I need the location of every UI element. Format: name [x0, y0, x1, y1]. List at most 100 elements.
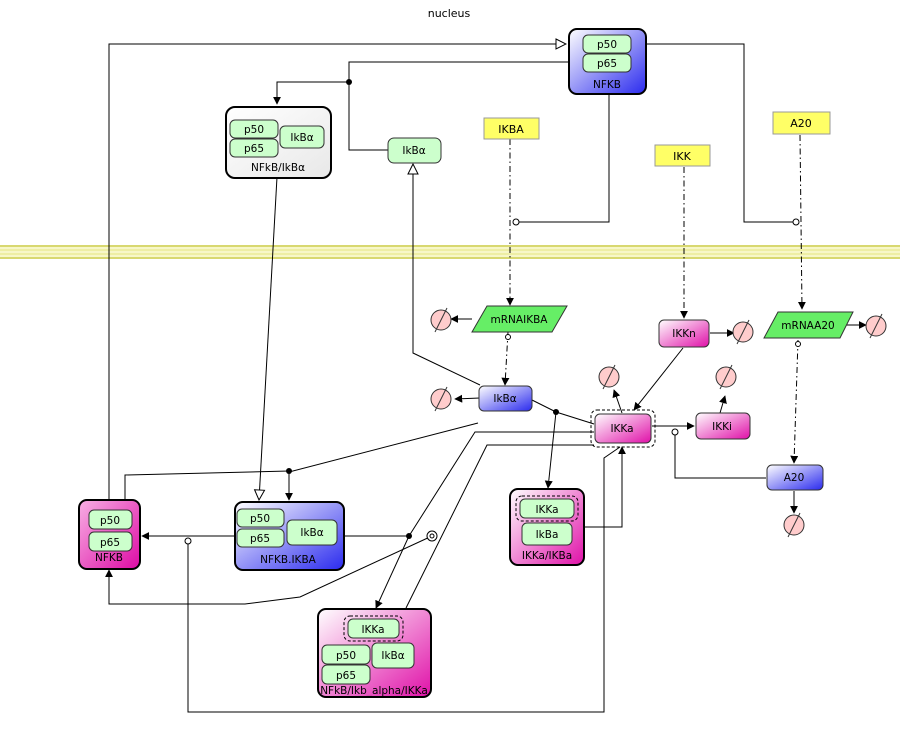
edge-ikka-ikba-assoc: [544, 411, 557, 489]
node-a20[interactable]: A20: [766, 464, 824, 491]
node-ikkn[interactable]: IKKn: [658, 319, 710, 348]
node-ikka-ikba[interactable]: IKKa IkBa IKKa/IKBa: [509, 488, 585, 566]
subunit-p50-label: p50: [100, 515, 120, 527]
mrna-a20[interactable]: mRNAA20: [763, 311, 854, 339]
degradation-icon: [430, 386, 452, 412]
edge-ikba-degrade: [454, 394, 481, 403]
subunit-ikka: [347, 618, 400, 639]
edge-ikba-import: [413, 164, 481, 386]
subunit-ikba-label: IkBα: [290, 132, 313, 144]
mrna-a20-label: mRNAA20: [781, 320, 834, 332]
degradation-icon: [732, 319, 754, 345]
edge-complex-to-ternary: [375, 535, 410, 609]
edge-ikki-degrade: [719, 395, 727, 414]
expression-edges: [501, 134, 806, 464]
nuclear-membrane: [0, 245, 900, 259]
subunit-p65-label: p65: [336, 670, 356, 682]
subunit-p65-label: p65: [244, 143, 264, 155]
gene-ikk-label: IKK: [673, 150, 691, 163]
degradation-symbols: [430, 307, 887, 538]
node-ikki[interactable]: IKKi: [695, 412, 751, 440]
node-nfkb-ikba-ikka[interactable]: IKKa p50 p65 IkBα NFkB/Ikb_alpha/IKKa: [317, 608, 432, 698]
node-ikba-nuclear[interactable]: IkBα: [387, 137, 442, 164]
node-nfkb-cyto-label: NFKB: [95, 552, 123, 564]
node-nfkb-ikba-cyto-label: NFKB.IKBA: [260, 554, 317, 566]
edge-ikka-degrade: [612, 389, 623, 414]
node-ikba-cyto-label: IkBα: [493, 393, 516, 405]
edge-ternary-to-nfkb: [405, 444, 594, 609]
edge-complex-export: [259, 176, 278, 500]
subunit-p50-label: p50: [597, 39, 617, 51]
node-ikka[interactable]: IKKa: [590, 409, 656, 448]
junction-dots: [184, 79, 801, 545]
subunit-p65-label: p65: [250, 533, 270, 545]
edge-ikba-nfkb-assoc: [285, 422, 479, 501]
subunit-p65-label: p65: [100, 537, 120, 549]
subunit-ikba: [371, 642, 415, 669]
degradation-icon: [598, 364, 620, 390]
subunit-p50: [88, 509, 133, 530]
subunit-p65: [88, 531, 133, 552]
edge-ikba-translation: [501, 331, 510, 386]
gene-ikba[interactable]: IKBA: [483, 117, 540, 140]
edges: [105, 43, 867, 713]
node-ikkn-label: IKKn: [672, 328, 696, 340]
degradation-icon: [715, 364, 737, 390]
subunit-ikba: [279, 125, 325, 149]
subunit-ikba-label: IkBα: [300, 527, 323, 539]
node-a20-label: A20: [784, 472, 805, 484]
subunit-p65: [321, 664, 371, 685]
edge-ikkn-to-ikka: [633, 347, 684, 411]
node-nfkb-cyto[interactable]: p50 p65 NFKB: [78, 499, 141, 570]
edge-a20-translation: [790, 339, 799, 464]
subunit-p65: [229, 138, 279, 158]
mrna-ikba[interactable]: mRNAIKBA: [471, 305, 568, 333]
node-nfkb-nuclear[interactable]: p50 p65 NFKB: [568, 28, 647, 95]
node-ikba-nuclear-label: IkBα: [402, 145, 425, 157]
subunit-ikba: [286, 519, 338, 546]
subunit-p65: [582, 53, 632, 73]
mrna-ikba-label: mRNAIKBA: [491, 314, 549, 326]
compartment-label: nucleus: [428, 7, 471, 20]
edge-nfkb-nuc-to-complex: [273, 61, 570, 105]
subunit-ikba: [521, 522, 573, 546]
node-ikka-label: IKKa: [610, 423, 633, 435]
edge-ikkaibka-release: [584, 446, 626, 528]
edge-a20-transcription: [797, 134, 806, 310]
edge-nfkb-regulates-ikba: [516, 94, 610, 223]
subunit-p50-label: p50: [336, 650, 356, 662]
subunit-ikka: [519, 498, 575, 519]
edge-nfkb-into-assoc: [124, 470, 290, 500]
degradation-icon: [783, 512, 805, 538]
subunit-p50-label: p50: [250, 513, 270, 525]
subunit-p50: [582, 34, 632, 54]
node-ikki-label: IKKi: [712, 421, 732, 433]
node-ikka-ikba-label: IKKa/IKBa: [522, 550, 572, 562]
subunit-p50: [321, 644, 371, 665]
edge-ikba-nuc-to-complex: [348, 82, 388, 151]
edge-a20-regulates: [674, 432, 766, 479]
edge-ternary-release: [105, 535, 433, 605]
gene-a20-label: A20: [790, 117, 812, 130]
subunit-p50: [229, 119, 279, 139]
edge-nfkb-regulates-a20: [646, 43, 796, 223]
subunit-p65: [236, 528, 285, 548]
subunit-p65-label: p65: [597, 58, 617, 70]
degradation-icon: [865, 313, 887, 339]
node-nfkb-ikba-nuclear-label: NFkB/IkBα: [251, 162, 305, 174]
edge-bottom-loop: [187, 446, 621, 713]
edge-nfkb-import: [108, 44, 566, 500]
node-nfkb-ikba-ikka-label: NFkB/Ikb_alpha/IKKa: [320, 685, 428, 697]
gene-a20[interactable]: A20: [772, 111, 831, 135]
node-nfkb-ikba-nuclear[interactable]: p50 p65 IkBα NFkB/IkBα: [225, 106, 332, 179]
node-nfkb-ikba-cyto[interactable]: p50 p65 IkBα NFKB.IKBA: [234, 501, 345, 571]
subunit-ikka-label: IKKa: [361, 624, 384, 636]
subunit-p50-label: p50: [244, 124, 264, 136]
subunit-ikba-label: IkBα: [381, 650, 404, 662]
subunit-ikka-label: IKKa: [535, 504, 558, 516]
node-ikba-cyto[interactable]: IkBα: [478, 385, 533, 412]
gene-ikk[interactable]: IKK: [654, 144, 711, 167]
edge-ikba-bind-ikka: [531, 399, 595, 425]
degradation-icon: [430, 307, 452, 333]
